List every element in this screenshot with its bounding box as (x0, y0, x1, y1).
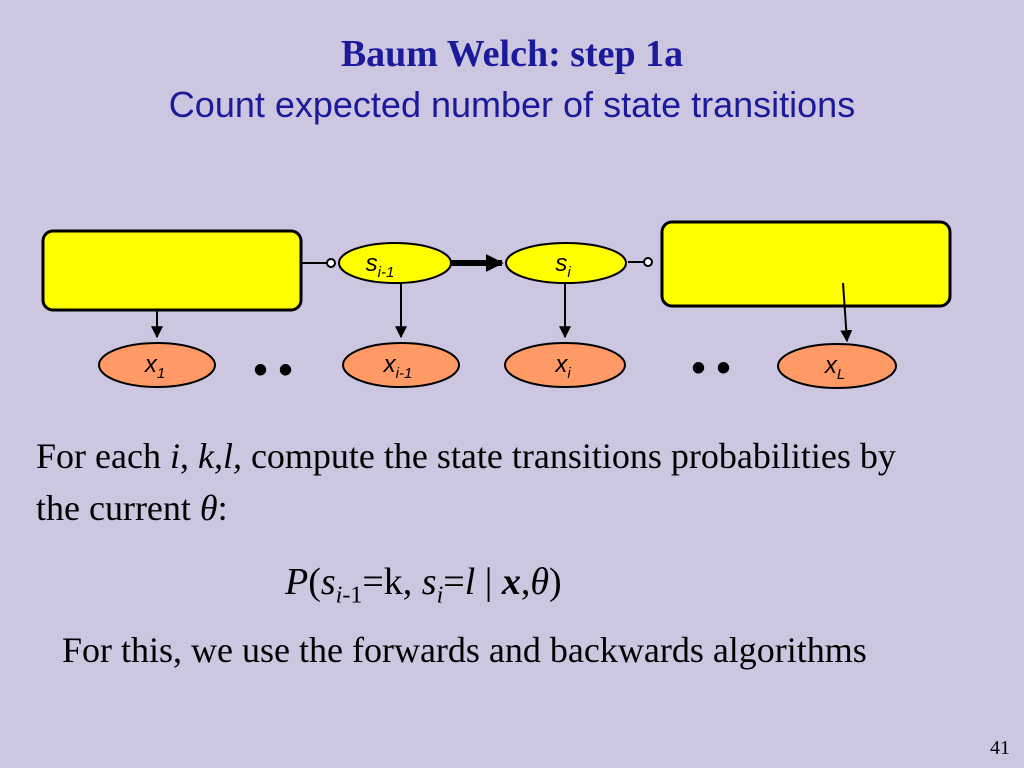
obs-label-x-L: xL (824, 352, 845, 383)
ellipsis-right: • • (691, 346, 730, 390)
page-number: 41 (990, 737, 1010, 759)
obs-label-x-i-1: xi-1 (383, 351, 413, 382)
obs-label-x-1: x1 (144, 351, 165, 382)
state-label-s-i-1: si-1 (366, 250, 395, 281)
left-hidden-states-box (41, 229, 303, 312)
state-label-s-i: si (555, 250, 571, 281)
obs-node-x-1 (98, 342, 216, 388)
connector-right-dot (643, 257, 653, 267)
obs-node-x-i (504, 342, 626, 388)
emission-arrow-L (840, 282, 853, 343)
body-paragraph-1: For each i, k,l, compute the state trans… (36, 436, 896, 528)
hmm-diagram: si-1 si x1 xi-1 xi xL • • • • (41, 220, 952, 392)
obs-label-x-i: xi (554, 351, 571, 382)
body-paragraph-2: For this, we use the forwards and backwa… (62, 630, 867, 670)
transition-probability-formula: P(si-1=k, si=l | x,θ) (285, 561, 562, 609)
state-node-s-i (505, 242, 627, 284)
right-hidden-states-box (660, 220, 952, 308)
connector-left-dot (326, 258, 336, 268)
slide-subtitle: Count expected number of state transitio… (168, 84, 856, 125)
ellipsis-left: • • (253, 348, 292, 392)
obs-node-x-i-1 (342, 342, 460, 388)
slide-title: Baum Welch: step 1a (340, 33, 684, 75)
obs-node-x-L (777, 343, 897, 389)
state-node-s-i-1 (338, 242, 452, 284)
